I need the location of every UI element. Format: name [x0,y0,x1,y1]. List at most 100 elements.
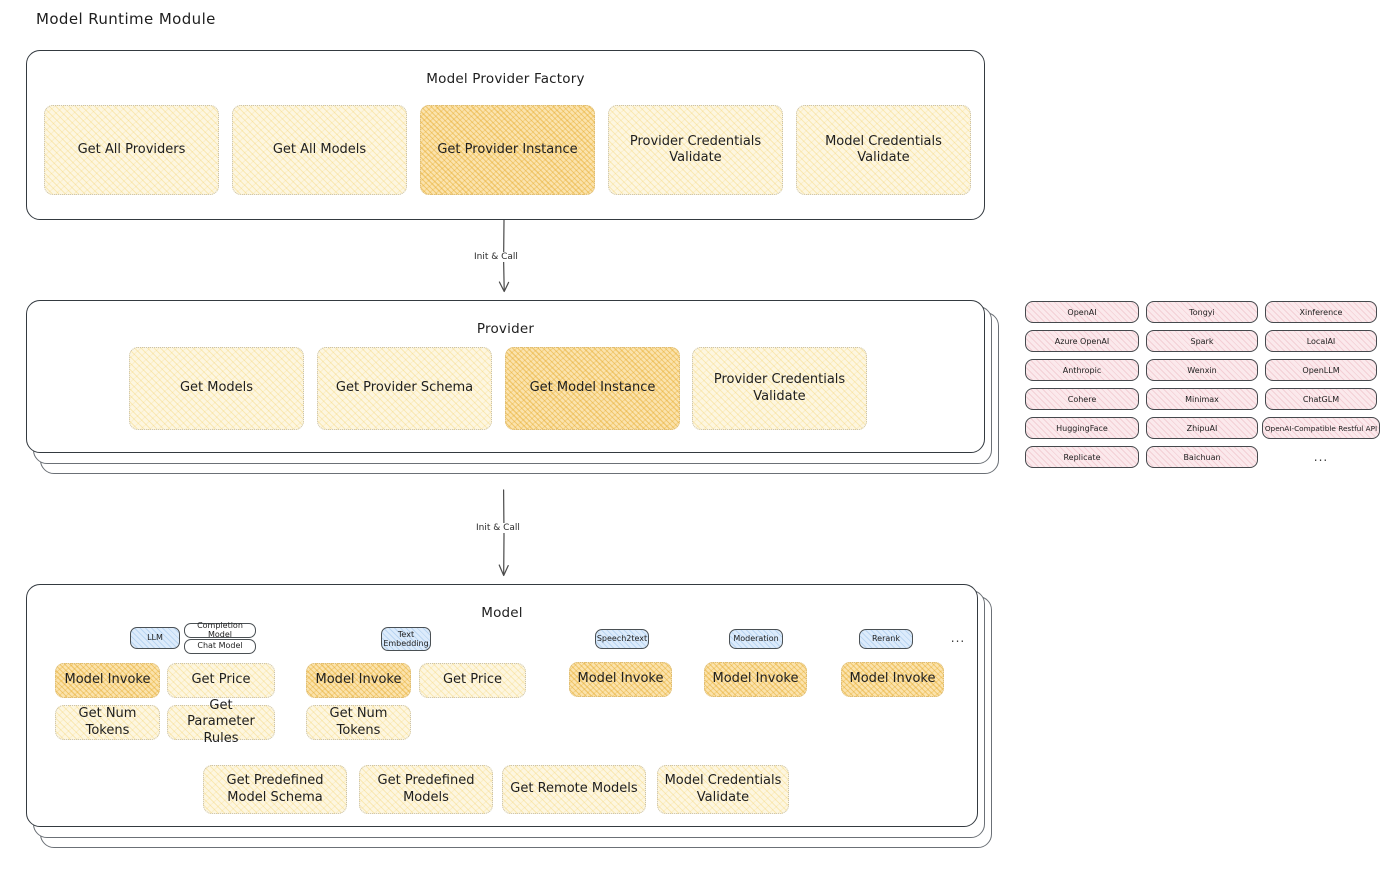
provider-title: Provider [476,321,535,337]
factory-method-get-all-providers[interactable]: Get All Providers [44,105,219,195]
chip-label: ChatGLM [1302,394,1340,404]
factory-method-get-all-models[interactable]: Get All Models [232,105,407,195]
card-label: Provider Credentials Validate [629,133,762,165]
card-label: Get Remote Models [510,781,638,797]
provider-chip-huggingface[interactable]: HuggingFace [1025,417,1139,439]
page-title: Model Runtime Module [36,10,216,28]
chip-label: Spark [1190,336,1214,346]
arrow-provider-to-model [498,489,509,577]
provider-chip-anthropic[interactable]: Anthropic [1025,359,1139,381]
model-common-get-remote-models[interactable]: Get Remote Models [502,765,646,814]
provider-list-more: ... [1313,450,1329,464]
provider-chip-zhipuai[interactable]: ZhipuAI [1146,417,1258,439]
llm-method-model-invoke[interactable]: Model Invoke [55,663,160,698]
card-label: Model Invoke [64,672,151,688]
speech2text-method-model-invoke[interactable]: Model Invoke [569,662,672,697]
provider-chip-chatglm[interactable]: ChatGLM [1265,388,1377,410]
card-label: Get Provider Instance [437,141,578,157]
card-label: Get Provider Schema [335,380,474,396]
chip-label: Xinference [1299,307,1343,317]
chip-label: ZhipuAI [1186,423,1218,433]
arrow1-label: Init & Call [470,252,522,262]
model-type-speech2text[interactable]: Speech2text [595,629,649,649]
card-label: Get Predefined Model Schema [226,773,324,805]
factory-title: Model Provider Factory [426,71,585,87]
provider-chip-tongyi[interactable]: Tongyi [1146,301,1258,323]
chip-label: Cohere [1067,394,1097,404]
card-label: Model Invoke [315,672,402,688]
provider-method-get-provider-schema[interactable]: Get Provider Schema [317,347,492,430]
provider-chip-xinference[interactable]: Xinference [1265,301,1377,323]
card-label: Model Credentials Validate [825,133,942,165]
provider-chip-openai[interactable]: OpenAI [1025,301,1139,323]
factory-method-model-credentials-validate[interactable]: Model Credentials Validate [796,105,971,195]
card-label: Get All Models [272,141,367,157]
arrow2-label: Init & Call [472,523,524,533]
provider-chip-cohere[interactable]: Cohere [1025,388,1139,410]
rerank-method-model-invoke[interactable]: Model Invoke [841,662,944,697]
card-label: Get Num Tokens [78,706,137,738]
provider-chip-spark[interactable]: Spark [1146,330,1258,352]
chip-label: Anthropic [1062,365,1102,375]
card-label: Provider Credentials Validate [713,372,846,404]
model-type-moderation[interactable]: Moderation [729,629,783,649]
model-subtype-completion-model[interactable]: Completion Model [184,620,256,639]
text-embedding-method-model-invoke[interactable]: Model Invoke [306,663,411,698]
chip-label: Chat Model [197,641,243,651]
provider-chip-wenxin[interactable]: Wenxin [1146,359,1258,381]
model-type-rerank[interactable]: Rerank [859,629,913,649]
chip-label: Baichuan [1183,452,1221,462]
model-title: Model [481,605,523,621]
factory-method-get-provider-instance[interactable]: Get Provider Instance [420,105,595,195]
chip-label: HuggingFace [1056,423,1108,433]
chip-label: Completion Model [197,620,243,639]
provider-chip-openai-compatible-restful-api[interactable]: OpenAI-Compatible Restful API [1262,417,1380,439]
card-label: Get Model Instance [529,380,656,396]
chip-label: OpenLLM [1302,365,1340,375]
chip-label: OpenAI [1067,307,1097,317]
provider-method-get-models[interactable]: Get Models [129,347,304,430]
llm-method-get-parameter-rules[interactable]: Get Parameter Rules [167,698,275,746]
chip-label: Minimax [1185,394,1219,404]
chip-label: Tongyi [1189,307,1215,317]
factory-method-provider-credentials-validate[interactable]: Provider Credentials Validate [608,105,783,195]
moderation-method-model-invoke[interactable]: Model Invoke [704,662,807,697]
card-label: Model Invoke [577,671,664,687]
provider-chip-azure-openai[interactable]: Azure OpenAI [1025,330,1139,352]
llm-method-get-price[interactable]: Get Price [167,663,275,698]
chip-label: LocalAI [1306,336,1336,346]
model-type-text-embedding[interactable]: Text Embedding [381,627,431,651]
provider-chip-minimax[interactable]: Minimax [1146,388,1258,410]
card-label: Model Invoke [849,671,936,687]
chip-label: LLM [147,633,163,643]
chip-label: Azure OpenAI [1054,336,1110,346]
provider-chip-openllm[interactable]: OpenLLM [1265,359,1377,381]
chip-label: Moderation [733,634,779,644]
chip-label: Text Embedding [383,629,429,648]
chip-label: Replicate [1063,452,1101,462]
text-embedding-method-get-num-tokens[interactable]: Get Num Tokens [306,705,411,740]
model-common-model-credentials-validate[interactable]: Model Credentials Validate [657,765,789,814]
model-common-get-predefined-model-schema[interactable]: Get Predefined Model Schema [203,765,347,814]
card-label: Model Invoke [712,671,799,687]
card-label: Get Price [442,672,502,688]
card-label: Get Models [179,380,254,396]
provider-chip-replicate[interactable]: Replicate [1025,446,1139,468]
provider-method-get-model-instance[interactable]: Get Model Instance [505,347,680,430]
card-label: Model Credentials Validate [664,773,782,805]
chip-label: Wenxin [1187,365,1217,375]
text-embedding-method-get-price[interactable]: Get Price [419,663,526,698]
model-common-get-predefined-models[interactable]: Get Predefined Models [359,765,493,814]
card-label: Get Parameter Rules [187,698,255,746]
chip-label: OpenAI-Compatible Restful API [1264,423,1378,433]
model-type-llm[interactable]: LLM [130,627,180,649]
provider-method-provider-credentials-validate[interactable]: Provider Credentials Validate [692,347,867,430]
llm-method-get-num-tokens[interactable]: Get Num Tokens [55,705,160,740]
card-label: Get All Providers [77,141,186,157]
chip-label: Rerank [871,634,900,644]
provider-chip-baichuan[interactable]: Baichuan [1146,446,1258,468]
model-types-more: ... [950,631,966,645]
provider-chip-localai[interactable]: LocalAI [1265,330,1377,352]
model-subtype-chat-model[interactable]: Chat Model [184,639,256,654]
